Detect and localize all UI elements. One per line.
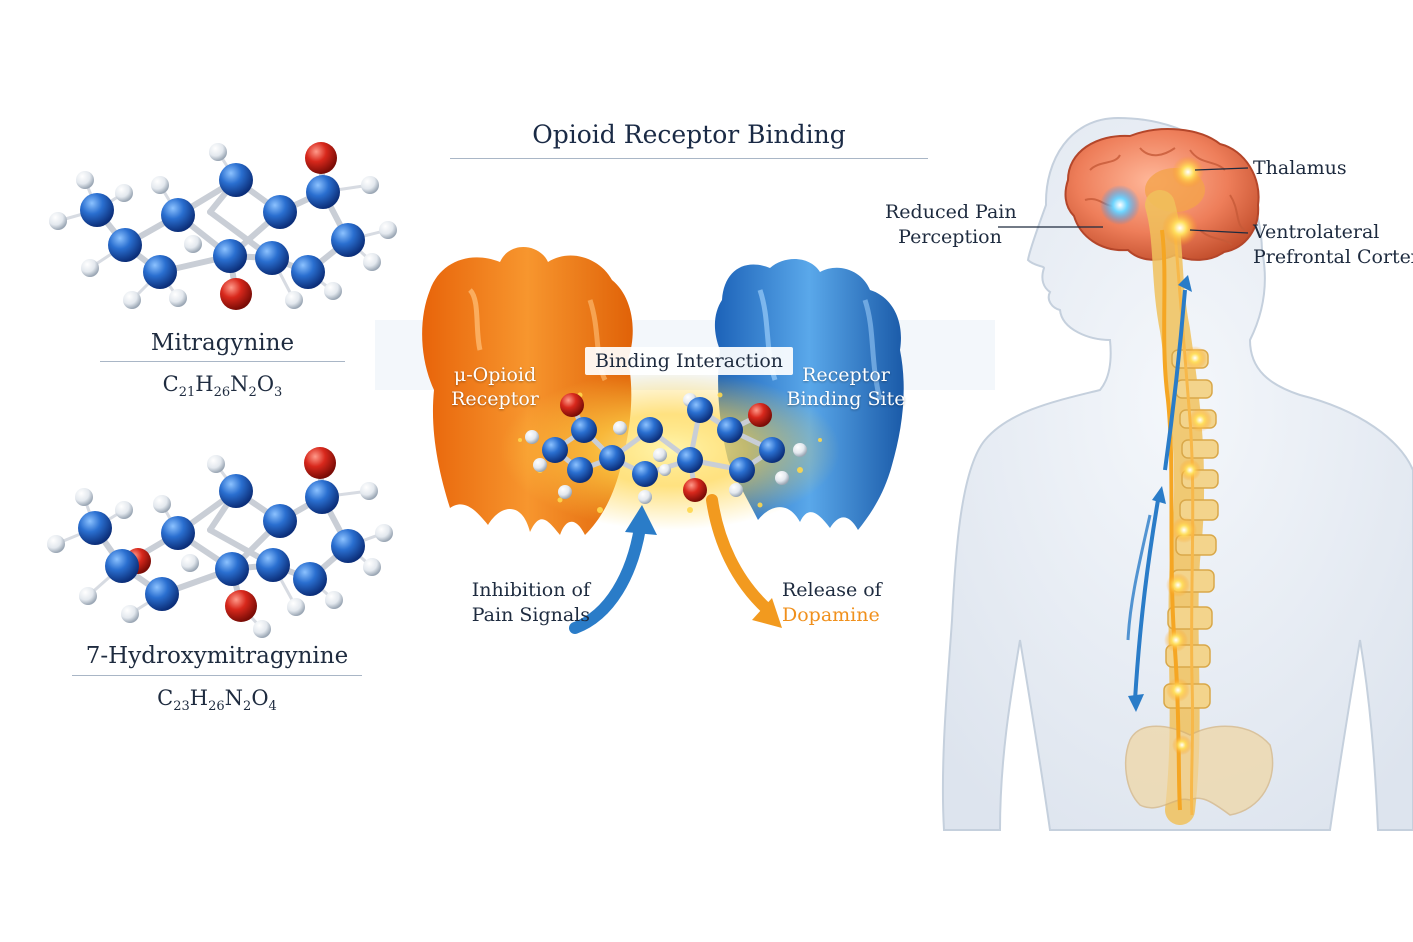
formula-o-sub: 4 bbox=[268, 699, 277, 715]
receptor-illustration bbox=[375, 246, 995, 634]
dopamine-arrow bbox=[706, 494, 774, 616]
formula-hydroxymitragynine: C23H26N2O4 bbox=[157, 686, 277, 715]
reduced-pain-line1: Reduced Pain bbox=[885, 201, 1017, 223]
bound-ligand-molecule bbox=[525, 393, 807, 504]
binding-site-label-line2: Binding Site bbox=[786, 387, 906, 410]
molecule-name-mitragynine: Mitragynine bbox=[150, 330, 295, 356]
dopamine-label-line2: Dopamine bbox=[782, 603, 880, 626]
diagram-title: Opioid Receptor Binding bbox=[532, 120, 846, 149]
molecule-name-hydroxymitragynine: 7-Hydroxymitragynine bbox=[85, 643, 349, 669]
reduced-pain-perception-label: Reduced Pain Perception bbox=[885, 200, 1017, 249]
title-divider bbox=[450, 158, 928, 159]
mu-opioid-label-line1: μ-Opioid bbox=[453, 364, 537, 386]
formula-h-sub: 26 bbox=[213, 385, 231, 401]
formula-n-sub: 2 bbox=[248, 385, 257, 401]
formula-mitragynine: C21H26N2O3 bbox=[162, 372, 283, 401]
dopamine-label-line1: Release of bbox=[782, 579, 882, 601]
binding-site-label-line1: Receptor bbox=[802, 364, 890, 386]
formula-c-sub: 23 bbox=[173, 699, 190, 715]
formula-h-sub: 26 bbox=[208, 699, 225, 715]
binding-interaction-label: Binding Interaction bbox=[585, 347, 794, 375]
thalamus-glow bbox=[1172, 156, 1204, 188]
dopamine-label: Release of Dopamine bbox=[782, 578, 902, 627]
inhibition-label: Inhibition of Pain Signals bbox=[455, 578, 590, 627]
vlpfc-label: Ventrolateral Prefrontal Cortex bbox=[1253, 220, 1413, 269]
receptor-binding-site-label: Receptor Binding Site bbox=[786, 364, 906, 412]
divider-mitragynine bbox=[100, 361, 345, 362]
reduced-pain-line2: Perception bbox=[898, 225, 1002, 248]
formula-o-sub: 3 bbox=[274, 385, 283, 401]
inhibition-label-line1: Inhibition of bbox=[471, 579, 590, 601]
inhibition-arrow bbox=[569, 522, 646, 634]
reduced-pain-glow bbox=[1100, 185, 1140, 225]
mitragynine-molecule bbox=[49, 142, 397, 310]
divider-hydroxymitragynine bbox=[72, 675, 362, 676]
vlpfc-glow bbox=[1162, 210, 1198, 246]
mu-opioid-label-line2: Receptor bbox=[451, 387, 539, 410]
formula-c-sub: 21 bbox=[178, 385, 196, 401]
formula-n-sub: 2 bbox=[243, 699, 252, 715]
vlpfc-label-line1: Ventrolateral bbox=[1253, 221, 1380, 243]
thalamus-label: Thalamus bbox=[1253, 157, 1347, 179]
mu-opioid-receptor-label: μ-Opioid Receptor bbox=[440, 364, 550, 412]
vlpfc-label-line2: Prefrontal Cortex bbox=[1253, 245, 1413, 268]
inhibition-label-line2: Pain Signals bbox=[471, 603, 590, 626]
hydroxymitragynine-molecule bbox=[47, 447, 393, 638]
human-body-illustration bbox=[941, 116, 1413, 831]
